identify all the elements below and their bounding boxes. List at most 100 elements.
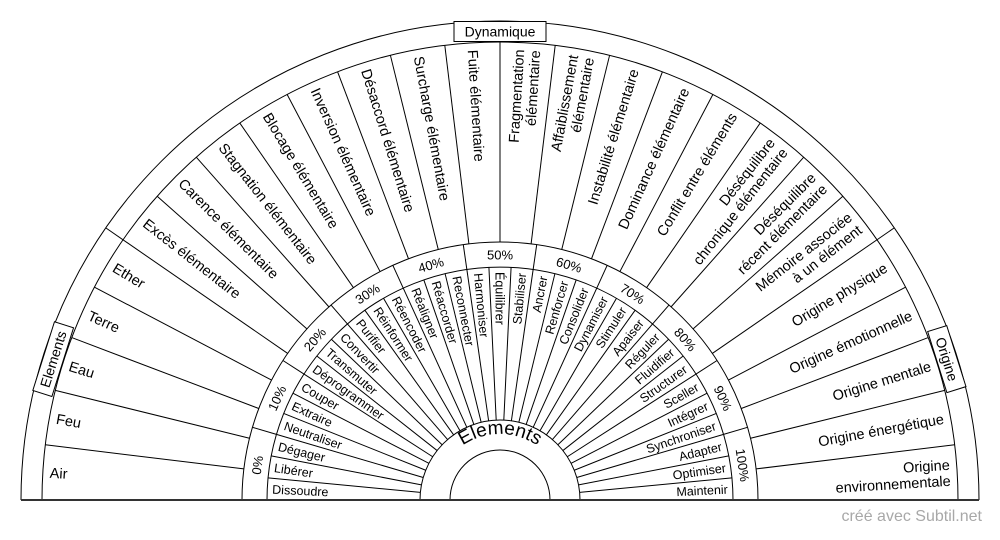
inner-divider (331, 338, 443, 446)
percent-label: 100% (733, 448, 753, 483)
outer-divider (619, 94, 714, 272)
outer-sector-label: Fragmentationélémentaire (507, 49, 545, 144)
outer-divider (646, 122, 761, 288)
outer-divider (71, 337, 259, 409)
outer-divider (195, 156, 330, 308)
inner-divider (276, 433, 424, 478)
outer-sector-label: Stagnation élémentaire (215, 141, 320, 268)
percent-label: 60% (554, 254, 584, 276)
inner-divider (402, 287, 468, 428)
inner-divider (292, 392, 430, 464)
outer-divider (712, 227, 895, 354)
outer-divider (55, 389, 250, 439)
percent-divider (532, 244, 538, 270)
percent-divider (330, 304, 348, 325)
inner-divider (503, 267, 512, 421)
outer-divider (337, 71, 409, 259)
outer-divider (728, 286, 906, 381)
percent-divider (392, 265, 404, 289)
percent-label: 80% (671, 325, 700, 355)
inner-divider (518, 273, 556, 423)
inner-divider (271, 455, 422, 486)
outer-divider (389, 55, 439, 250)
outer-sector-label: Affaiblissementélémentaire (549, 54, 598, 156)
inner-divider (532, 287, 598, 428)
outer-divider (591, 71, 663, 259)
inner-divider (364, 309, 455, 436)
inner-divider (562, 355, 684, 451)
group-label-top_group: Dynamique (453, 21, 547, 42)
outer-sector-label: Origineenvironnementale (834, 458, 951, 497)
inner-divider (579, 477, 732, 493)
outer-divider (670, 156, 805, 308)
inner-divider (466, 269, 490, 421)
outer-divider (741, 337, 929, 409)
percent-label: 20% (301, 324, 330, 354)
inner-divider (347, 323, 448, 440)
percent-label: 70% (617, 281, 647, 308)
sector-lines (20, 20, 980, 501)
inner-divider (423, 279, 475, 425)
inner-divider (444, 273, 482, 423)
outer-divider (561, 55, 611, 250)
outer-sector-label: Air (49, 466, 68, 483)
inner-divider (539, 297, 617, 431)
inner-divider (570, 392, 708, 464)
outer-divider (530, 45, 556, 244)
outer-sector-label: Feu (55, 412, 82, 432)
outer-divider (444, 45, 470, 244)
percent-divider (695, 360, 718, 375)
inner-sector-label: Ancrer (530, 275, 551, 314)
percent-ring-outer-arc (241, 241, 759, 501)
outer-sector-label: Terre (85, 309, 122, 337)
inner-divider (383, 297, 461, 431)
inner-divider (557, 338, 669, 446)
outer-sector-label: Ether (109, 261, 147, 293)
outer-sector-label: Eau (67, 359, 96, 382)
outer-divider (239, 122, 354, 288)
inner-divider (488, 267, 497, 421)
outer-divider (756, 444, 955, 470)
percent-divider (282, 360, 305, 375)
percent-divider (596, 265, 608, 289)
outer-divider (105, 227, 288, 354)
inner-divider (268, 477, 421, 493)
percent-label: 50% (487, 248, 513, 263)
center-ring-inner-arc (449, 449, 551, 501)
inner-divider (316, 355, 438, 451)
inner-divider (303, 373, 433, 458)
inner-sector-label: Harmoniser (471, 272, 491, 338)
outer-divider (156, 195, 308, 330)
inner-divider (578, 455, 729, 486)
center-title: Elements (455, 418, 546, 450)
percent-divider (723, 426, 748, 435)
inner-divider (552, 323, 653, 440)
inner-divider (510, 269, 534, 421)
percent-label: 30% (353, 280, 383, 307)
group-label-right_group: Origine (927, 324, 967, 394)
inner-sector-label: Maintenir (676, 483, 728, 499)
inner-sector-label: Libérer (273, 461, 314, 480)
percent-ring-inner-arc (266, 266, 734, 501)
outer-divider (286, 94, 381, 272)
outer-divider (94, 286, 272, 381)
inner-sector-label: Stabiliser (510, 272, 529, 325)
center-ring-outer-arc (419, 419, 581, 501)
outer-divider (750, 389, 945, 439)
outer-divider (45, 444, 244, 470)
inner-divider (574, 412, 717, 471)
percent-label: 40% (416, 254, 446, 276)
inner-sector-label: Dissoudre (272, 483, 329, 500)
group-label-left_group: Elements (32, 321, 75, 398)
inner-divider (545, 309, 636, 436)
footer-credit: créé avec Subtil.net (841, 508, 982, 525)
percent-divider (462, 244, 468, 270)
inner-divider (525, 279, 577, 425)
inner-divider (576, 433, 724, 478)
inner-sector-label: Équilibrer (493, 272, 508, 325)
outer-sector-label: Origine mentale (831, 359, 933, 405)
percent-divider (652, 304, 670, 325)
percent-divider (252, 426, 277, 435)
svg-text:Dynamique: Dynamique (465, 24, 536, 40)
